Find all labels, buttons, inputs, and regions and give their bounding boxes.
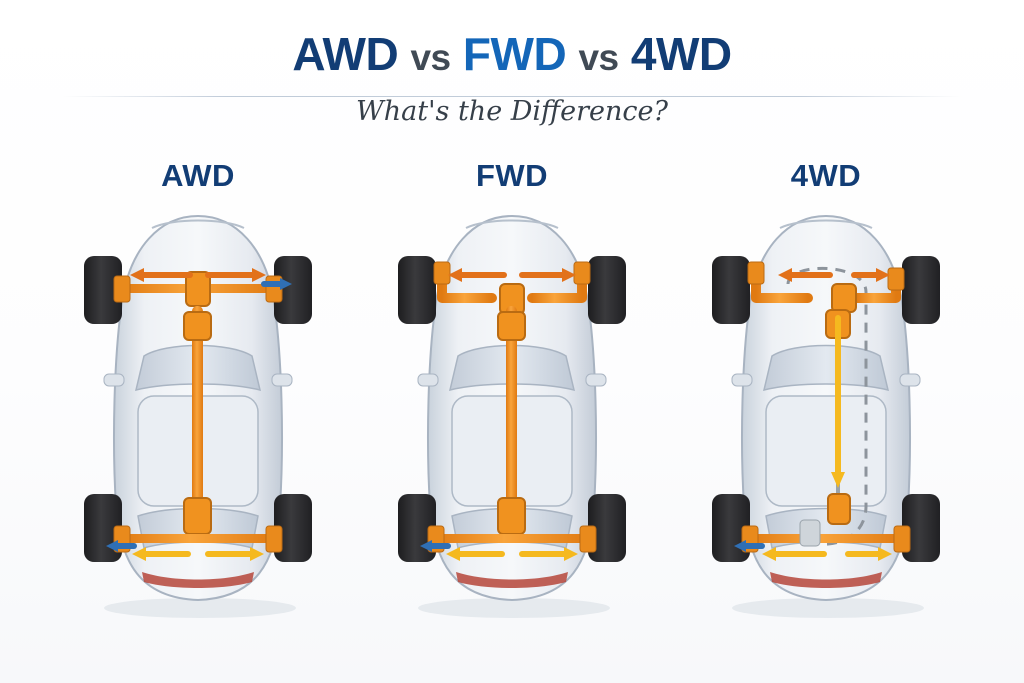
taillight-awd (142, 572, 254, 588)
rear-axle-awd (120, 534, 276, 543)
tire-rear-right-fwd (588, 494, 626, 562)
tire-rear-right-4wd (902, 494, 940, 562)
car-diagram-4wd (696, 206, 956, 626)
diagram-column-fwd: FWD (362, 158, 662, 678)
tire-front-left-fwd (398, 256, 436, 324)
front-differential-4wd (831, 283, 857, 313)
taillight-4wd (770, 572, 882, 588)
dashed-selectable-path-4wd (786, 267, 868, 546)
tire-front-right-4wd (902, 256, 940, 324)
diagram-column-4wd: 4WD (676, 158, 976, 678)
column-label-awd: AWD (161, 158, 235, 193)
page-title: AWD vs FWD vs 4WD (0, 0, 1024, 78)
taillight-fwd (456, 572, 568, 588)
tire-front-left-4wd (712, 256, 750, 324)
title-segment-awd: AWD (292, 28, 399, 80)
power-arrow-front-fwd (448, 268, 576, 282)
driveshaft-fwd (506, 306, 517, 506)
title-segment-4wd: 4WD (630, 28, 732, 80)
car-diagram-fwd (382, 206, 642, 626)
car-svg-awd (84, 214, 312, 618)
car-diagram-awd (68, 206, 328, 626)
power-arrow-blue-awd (106, 278, 292, 552)
power-arrow-rear-fwd (446, 547, 578, 561)
rear-axle-fwd (434, 534, 590, 543)
rear-axle-4wd (748, 534, 904, 543)
column-label-4wd: 4WD (790, 158, 862, 193)
tire-front-right-awd (274, 256, 312, 324)
rear-hub-module-4wd (799, 519, 821, 547)
tire-front-left-awd (84, 256, 122, 324)
power-arrow-blue-fwd (420, 540, 451, 552)
column-label-fwd: FWD (475, 158, 549, 193)
tire-front-right-fwd (588, 256, 626, 324)
header: AWD vs FWD vs 4WD What's the Difference? (0, 0, 1024, 152)
diagram-column-awd: AWD (48, 158, 348, 678)
title-divider (62, 96, 962, 97)
title-segment-vs-2: vs (578, 37, 619, 78)
tire-rear-right-awd (274, 494, 312, 562)
rear-differential-awd (183, 497, 212, 535)
rear-differential-4wd (827, 493, 851, 525)
power-arrow-front-awd (130, 268, 266, 282)
power-arrow-rear-awd (132, 547, 264, 561)
page-subtitle: What's the Difference? (356, 96, 668, 128)
driveshaft-awd (192, 306, 203, 506)
transaxle-fwd (497, 311, 526, 341)
title-segment-vs-1: vs (410, 37, 451, 78)
roof-4wd (765, 395, 887, 507)
power-arrow-front-4wd (778, 268, 890, 282)
power-arrow-blue-4wd (734, 540, 765, 552)
windshield-4wd (762, 344, 890, 392)
diagram-columns: AWD (0, 158, 1024, 678)
car-svg-fwd (398, 214, 626, 618)
title-segment-fwd: FWD (462, 28, 567, 80)
car-svg-4wd (712, 214, 940, 618)
center-differential-awd (183, 311, 212, 341)
power-arrow-rear-4wd (762, 547, 892, 561)
power-arrow-down-4wd (831, 315, 845, 488)
rear-unit-fwd (497, 497, 526, 535)
